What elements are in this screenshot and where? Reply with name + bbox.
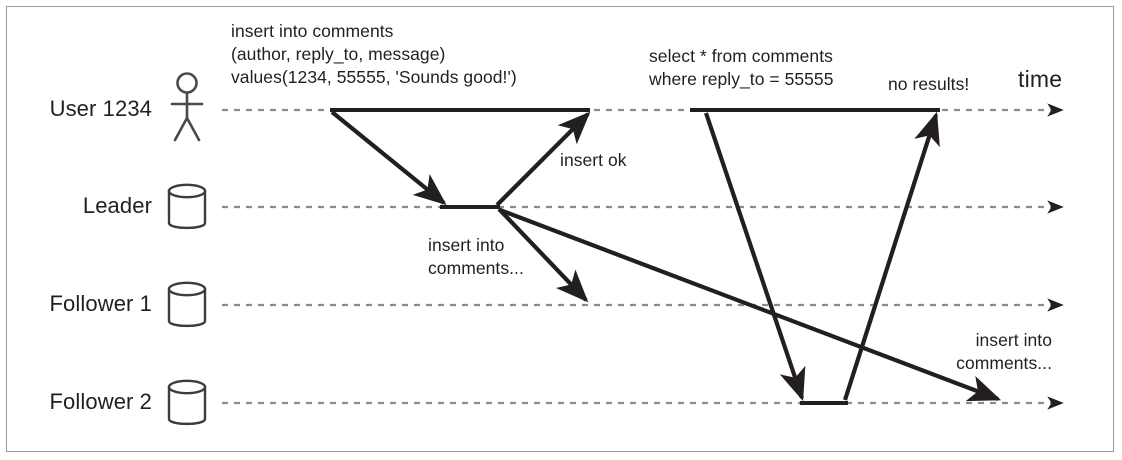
actor-head (176, 72, 198, 94)
participant-label-follower1: Follower 1 (49, 291, 152, 316)
arrow-replicate-follower1 (497, 207, 589, 303)
participant-label-user: User 1234 (49, 96, 152, 121)
note-replicate-follower2: insert into comments... (956, 330, 1052, 373)
time-axis-label: time (1018, 66, 1063, 92)
participant-icons (167, 72, 207, 426)
note-select-statement: select * from comments where reply_to = … (649, 46, 834, 89)
database-cylinder-icon-leader (167, 183, 207, 230)
cylinder-top (167, 183, 207, 199)
participant-label-follower2: Follower 2 (49, 389, 152, 414)
note-insert-ok: insert ok (560, 150, 627, 170)
note-replicate-follower1: insert into comments... (428, 235, 524, 278)
arrow-select-response (842, 111, 940, 401)
participant-label-leader: Leader (82, 193, 152, 218)
note-insert-statement: insert into comments (author, reply_to, … (231, 21, 517, 87)
note-no-results: no results! (888, 74, 970, 94)
database-cylinder-icon-follower2 (167, 379, 207, 426)
activation-bars (330, 108, 940, 405)
arrow-select-request (704, 112, 806, 402)
cylinder-top (167, 281, 207, 297)
arrow-replicate-follower2 (499, 208, 1002, 402)
actor-leg-left (173, 116, 189, 142)
cylinder-top (167, 379, 207, 395)
database-cylinder-icon-follower1 (167, 281, 207, 328)
cylinder-body (167, 385, 207, 426)
actor-leg-right (185, 116, 201, 142)
cylinder-body (167, 287, 207, 328)
message-arrows (330, 110, 1002, 402)
arrow-insert-request (330, 110, 447, 206)
actor-stick-figure-icon (170, 72, 204, 142)
cylinder-body (167, 189, 207, 230)
arrow-insert-ok (495, 111, 591, 207)
